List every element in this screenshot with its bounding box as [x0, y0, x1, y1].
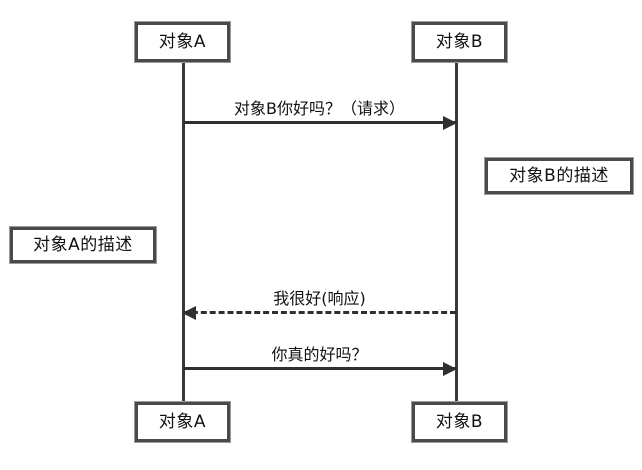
note-object-b[interactable]: 对象B的描述 — [484, 157, 634, 195]
message-response[interactable]: 我很好(响应) — [182, 288, 456, 320]
note-object-a[interactable]: 对象A的描述 — [9, 226, 157, 264]
message-followup-line — [183, 367, 456, 370]
object-box-a-bottom[interactable]: 对象A — [134, 401, 231, 443]
message-request-label: 对象B你好吗？（请求） — [234, 99, 405, 118]
object-box-b-top[interactable]: 对象B — [411, 21, 508, 63]
object-box-b-bottom-label: 对象B — [435, 411, 484, 432]
object-box-b-bottom[interactable]: 对象B — [411, 401, 508, 443]
arrowhead-left-icon — [182, 306, 196, 320]
message-followup-label: 你真的好吗？ — [271, 345, 368, 364]
arrowhead-right-icon — [443, 362, 457, 376]
message-followup[interactable]: 你真的好吗？ — [183, 344, 457, 376]
object-box-a-bottom-label: 对象A — [158, 411, 207, 432]
message-response-line — [183, 311, 456, 314]
note-object-b-label: 对象B的描述 — [509, 165, 609, 186]
object-box-a-top[interactable]: 对象A — [134, 21, 231, 63]
message-request[interactable]: 对象B你好吗？（请求） — [183, 98, 457, 130]
message-request-line — [183, 121, 456, 124]
lifeline-object-a — [182, 62, 185, 402]
arrowhead-right-icon — [443, 116, 457, 130]
message-response-label: 我很好(响应) — [273, 289, 366, 308]
object-box-b-top-label: 对象B — [435, 31, 484, 52]
object-box-a-top-label: 对象A — [158, 31, 207, 52]
note-object-a-label: 对象A的描述 — [33, 234, 133, 255]
lifeline-object-b — [455, 62, 458, 402]
